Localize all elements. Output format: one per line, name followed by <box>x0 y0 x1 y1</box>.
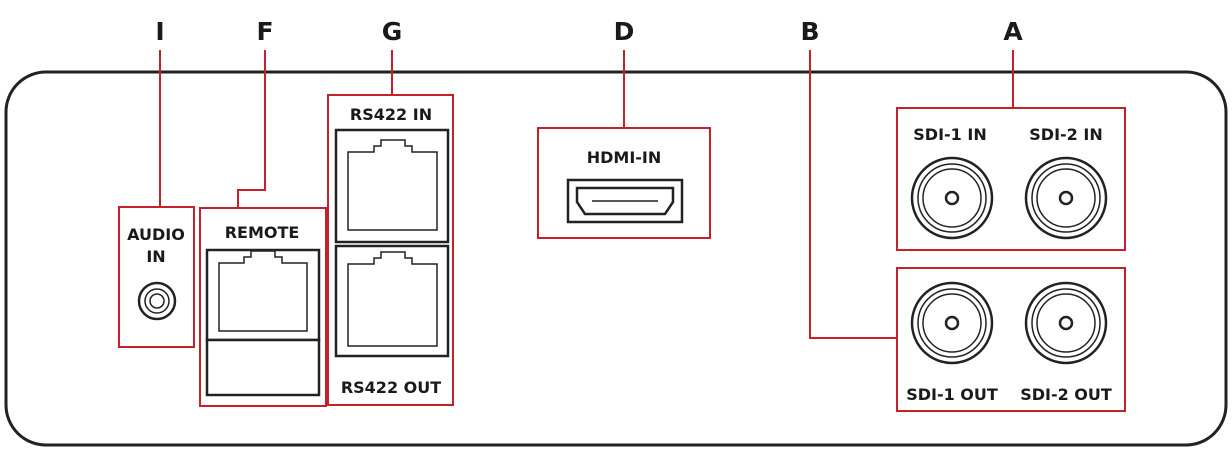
rs422-group: RS422 IN RS422 OUT <box>327 94 454 406</box>
sdi-out-highlight <box>896 267 1126 412</box>
sdi2-out-label: SDI-2 OUT <box>1020 385 1112 404</box>
rs422-out-rj45-icon <box>347 251 438 347</box>
rs422-out-port-frame <box>334 244 450 358</box>
sdi1-out-bnc-ring-outer <box>917 288 987 358</box>
sdi1-in-bnc-pin <box>944 190 960 206</box>
sdi1-out-bnc-pin <box>944 315 960 331</box>
callout-g-label: G <box>382 17 403 46</box>
callout-b-label: B <box>800 17 819 46</box>
audio-in-label-line1: AUDIO <box>127 225 185 244</box>
sdi2-in-bnc-pin <box>1058 190 1074 206</box>
rs422-in-rj45-icon <box>347 139 438 231</box>
callout-d-label: D <box>614 17 635 46</box>
remote-highlight <box>199 207 327 407</box>
hdmi-in-group: HDMI-IN <box>537 127 711 239</box>
audio-jack-ring <box>144 288 170 314</box>
leader-line-f <box>237 50 266 208</box>
remote-rj45-icon <box>218 250 308 332</box>
sdi2-in-bnc-ring-inner <box>1036 168 1096 228</box>
sdi-in-group: SDI-1 IN SDI-2 IN <box>896 107 1126 251</box>
sdi2-in-label: SDI-2 IN <box>1029 125 1102 144</box>
sdi-in-highlight <box>896 107 1126 251</box>
callout-i-label: I <box>155 17 164 46</box>
rs422-in-label: RS422 IN <box>350 105 432 124</box>
sdi2-out-bnc-ring-outer <box>1031 288 1101 358</box>
sdi-out-group: SDI-1 OUT SDI-2 OUT <box>896 267 1126 412</box>
remote-rj45-port-frame <box>205 248 321 342</box>
hdmi-in-label: HDMI-IN <box>587 148 662 167</box>
rs422-highlight <box>327 94 454 406</box>
callout-f-label: F <box>256 17 273 46</box>
rs422-in-port-frame <box>334 128 450 244</box>
remote-port-housing <box>205 338 321 397</box>
sdi1-out-label: SDI-1 OUT <box>906 385 998 404</box>
sdi1-out-bnc-ring-inner <box>922 293 982 353</box>
sdi1-in-bnc-ring-inner <box>922 168 982 228</box>
hdmi-in-highlight <box>537 127 711 239</box>
rs422-out-label: RS422 OUT <box>341 378 441 397</box>
audio-jack-hole <box>149 293 165 309</box>
audio-in-highlight <box>118 206 195 348</box>
leader-line-b <box>809 50 897 339</box>
sdi1-in-label: SDI-1 IN <box>913 125 986 144</box>
sdi2-out-bnc-ring-inner <box>1036 293 1096 353</box>
audio-in-label-line2: IN <box>146 247 165 266</box>
callout-a-label: A <box>1003 17 1023 46</box>
sdi2-in-bnc-ring-outer <box>1031 163 1101 233</box>
audio-in-group: AUDIO IN <box>118 206 195 348</box>
sdi1-in-bnc-ring-outer <box>917 163 987 233</box>
sdi2-out-bnc-pin <box>1058 315 1074 331</box>
remote-label: REMOTE <box>225 223 300 242</box>
remote-group: REMOTE <box>199 207 327 407</box>
